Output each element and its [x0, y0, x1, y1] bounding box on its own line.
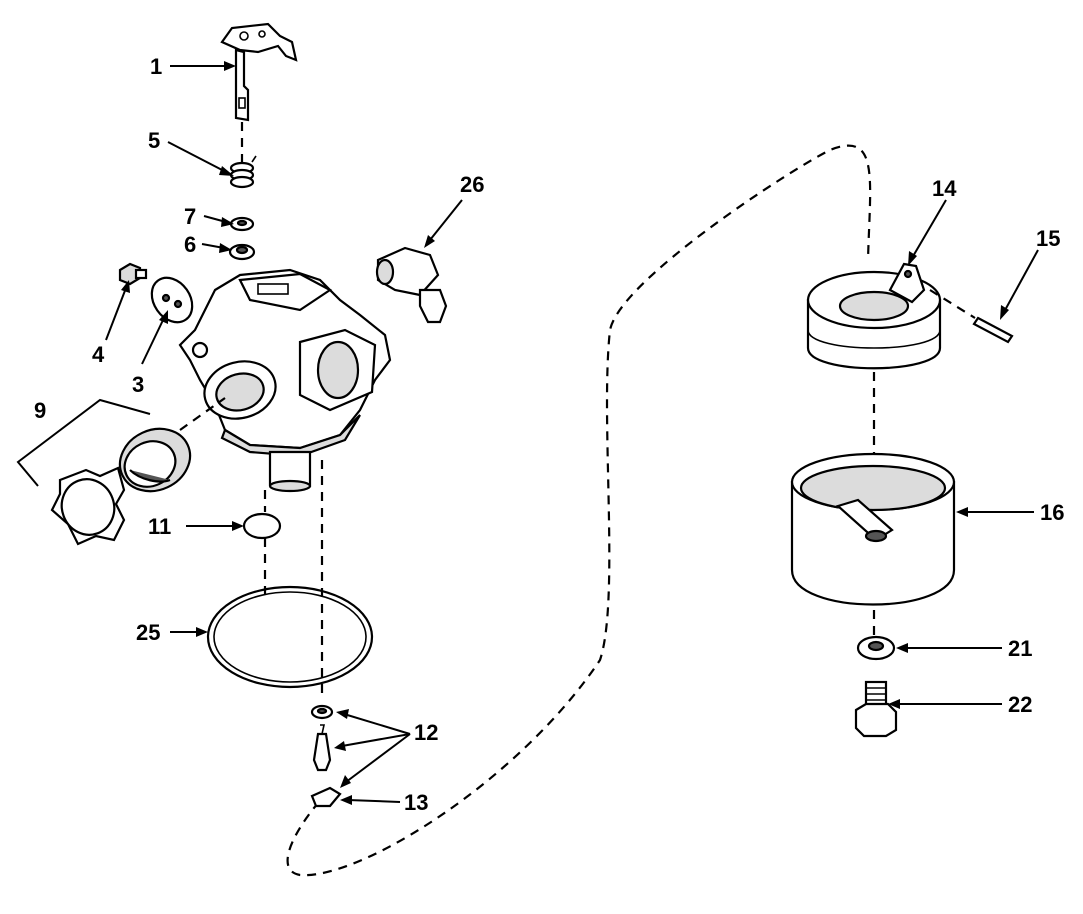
callout-26: 26 [460, 172, 484, 197]
callout-14: 14 [932, 176, 957, 201]
callout-11: 11 [148, 514, 171, 539]
dash-14-15 [929, 289, 976, 319]
fuel-line-dashed-loop [286, 144, 872, 877]
part-4-screw [118, 262, 148, 286]
part-3-throttle-plate [150, 276, 194, 324]
part-13-clip [310, 786, 342, 808]
part-16-float-bowl [790, 452, 956, 606]
callout-21: 21 [1008, 636, 1032, 661]
callout-1: 1 [150, 54, 162, 79]
callout-9: 9 [34, 398, 46, 423]
bracket-9 [16, 398, 151, 487]
callout-16: 16 [1040, 500, 1064, 525]
callout-7: 7 [184, 204, 196, 229]
part-26-fuel-inlet [375, 246, 448, 324]
part-5-spring [229, 155, 257, 189]
part-14-float [806, 262, 942, 370]
part-1-throttle-lever [220, 22, 298, 122]
part-21-washer [856, 635, 896, 661]
part-12-needle-seat [310, 704, 334, 772]
part-15-float-pin [972, 316, 1014, 344]
part-9-primer-assembly [50, 427, 192, 546]
part-25-gasket-ring [206, 585, 374, 689]
part-11-welch-plug [242, 512, 282, 540]
callout-6: 6 [184, 232, 196, 257]
callout-22: 22 [1008, 692, 1032, 717]
callout-5: 5 [148, 128, 160, 153]
callout-25: 25 [136, 620, 160, 645]
part-7-washer [229, 216, 255, 232]
callout-labels: 1 5 7 6 4 3 26 9 11 25 12 13 14 15 16 21… [34, 54, 1064, 815]
callout-4: 4 [92, 342, 105, 367]
callout-15: 15 [1036, 226, 1060, 251]
leader-lines [105, 61, 1039, 805]
callout-12: 12 [414, 720, 438, 745]
carburetor-body [178, 268, 392, 493]
part-6-seal [228, 243, 256, 261]
part-22-bowl-nut [854, 680, 898, 738]
callout-3: 3 [132, 372, 144, 397]
callout-13: 13 [404, 790, 428, 815]
